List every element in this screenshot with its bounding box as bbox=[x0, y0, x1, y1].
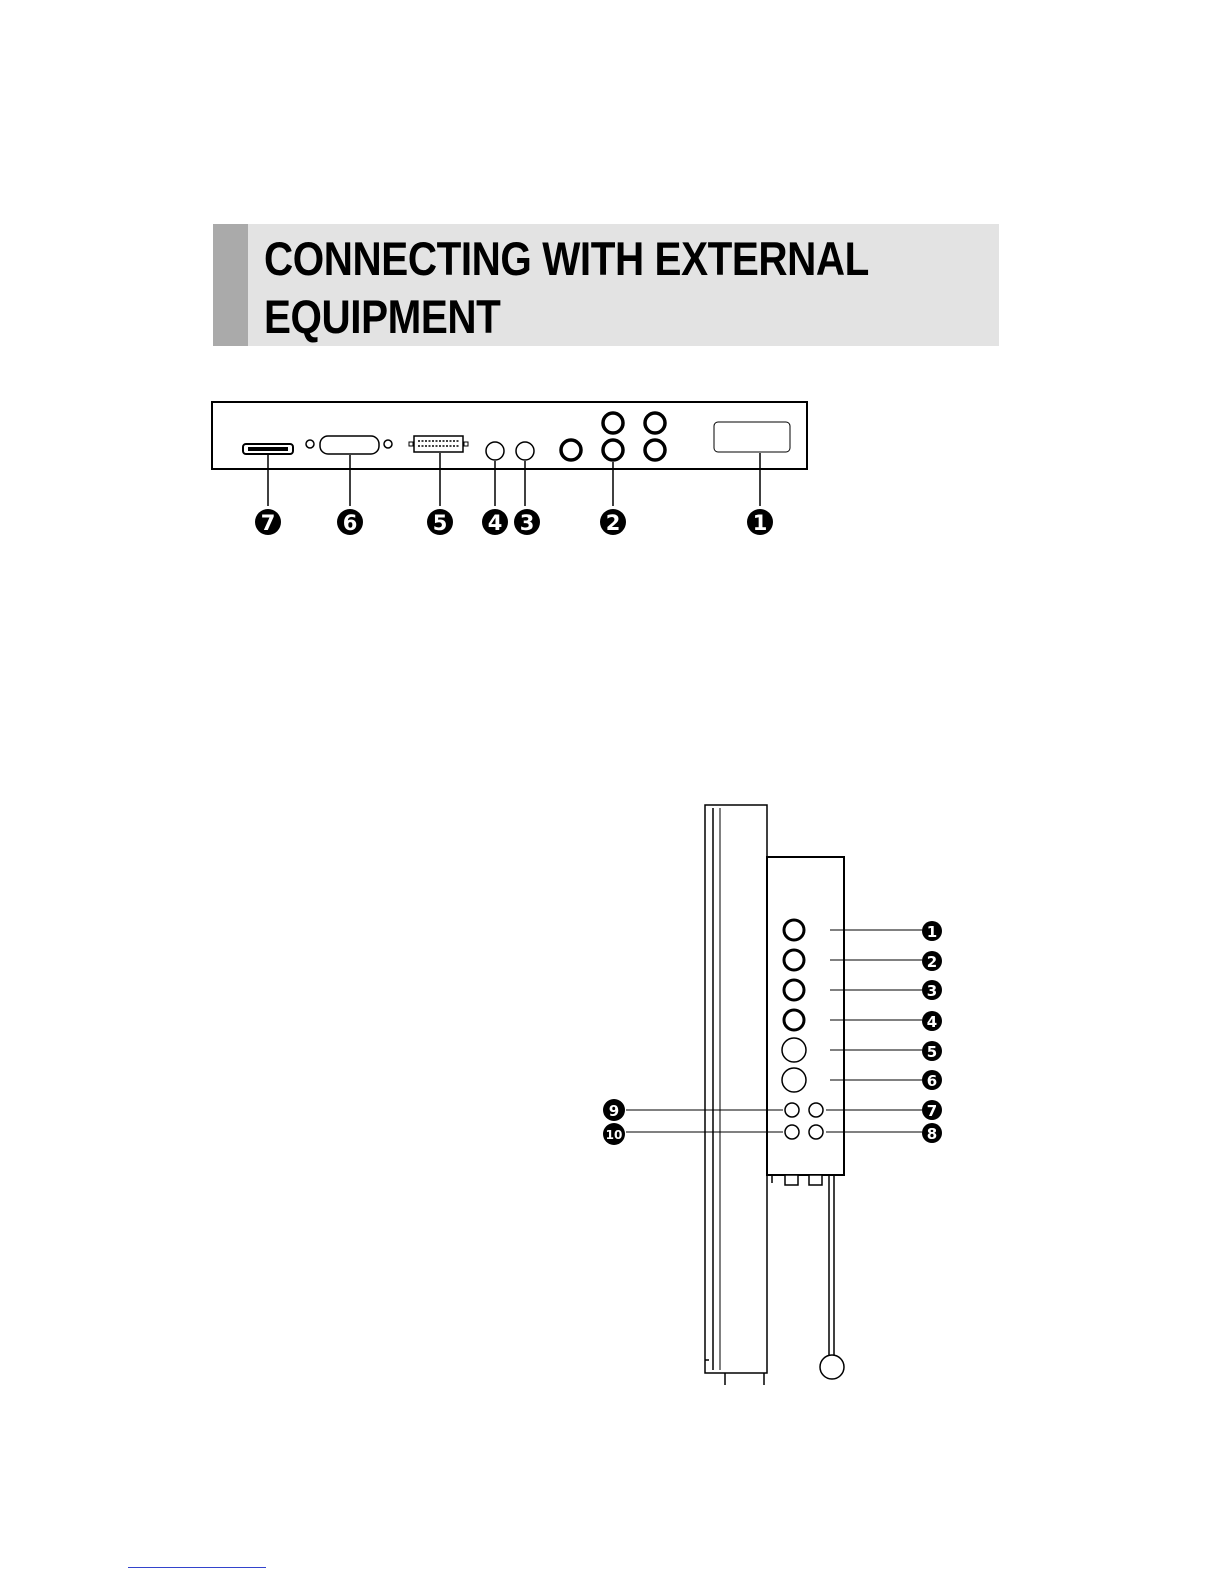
bottom-connector-a bbox=[785, 1175, 798, 1185]
side-callout-2: 2 bbox=[922, 951, 942, 971]
side-callout-9: 9 bbox=[603, 1099, 625, 1121]
callout-4: 4 bbox=[482, 509, 508, 535]
callout-7: 7 bbox=[255, 509, 281, 535]
svg-text:4: 4 bbox=[927, 1013, 937, 1031]
side-jack-3 bbox=[784, 980, 804, 1000]
side-jack-4 bbox=[784, 1010, 804, 1030]
side-jack-2 bbox=[784, 950, 804, 970]
svg-text:6: 6 bbox=[343, 511, 358, 535]
side-callout-8: 8 bbox=[922, 1123, 942, 1143]
svg-text:4: 4 bbox=[488, 511, 503, 535]
callout-6: 6 bbox=[337, 509, 363, 535]
rca-jack-e bbox=[645, 440, 665, 460]
svg-text:3: 3 bbox=[520, 511, 535, 535]
side-jack-9 bbox=[785, 1103, 799, 1117]
svg-text:9: 9 bbox=[609, 1102, 619, 1120]
callout-5: 5 bbox=[427, 509, 453, 535]
side-callout-4: 4 bbox=[922, 1011, 942, 1031]
svg-text:5: 5 bbox=[927, 1043, 937, 1061]
side-panel-diagram: 1 2 3 4 5 6 7 8 9 10 bbox=[603, 805, 942, 1385]
side-jack-5 bbox=[782, 1038, 806, 1062]
rca-jack-a bbox=[561, 440, 581, 460]
side-jack-8 bbox=[809, 1125, 823, 1139]
audio-jack-4 bbox=[486, 442, 504, 460]
svg-text:2: 2 bbox=[606, 511, 621, 535]
rca-jack-b bbox=[603, 413, 623, 433]
monitor-side-profile bbox=[705, 805, 767, 1373]
svg-text:7: 7 bbox=[927, 1102, 937, 1120]
side-callout-6: 6 bbox=[922, 1070, 942, 1090]
svg-text:6: 6 bbox=[927, 1072, 937, 1090]
svg-text:1: 1 bbox=[927, 923, 937, 941]
callout-1: 1 bbox=[747, 509, 773, 535]
callout-2: 2 bbox=[600, 509, 626, 535]
svg-text:7: 7 bbox=[261, 511, 276, 535]
side-jack-7 bbox=[809, 1103, 823, 1117]
cable-plug bbox=[820, 1355, 844, 1379]
svg-text:5: 5 bbox=[433, 511, 448, 535]
side-callout-5: 5 bbox=[922, 1041, 942, 1061]
rca-jack-c bbox=[645, 413, 665, 433]
footer-link-underline[interactable] bbox=[128, 1567, 266, 1568]
rear-panel-diagram: 7 6 5 4 3 2 1 bbox=[212, 402, 807, 535]
vga-port bbox=[320, 436, 379, 454]
side-jack-1 bbox=[784, 920, 804, 940]
dvi-port bbox=[414, 436, 463, 452]
svg-text:2: 2 bbox=[927, 953, 937, 971]
svg-text:1: 1 bbox=[753, 511, 768, 535]
svg-text:8: 8 bbox=[927, 1125, 937, 1143]
rca-jack-d bbox=[603, 440, 623, 460]
power-inlet bbox=[714, 422, 790, 452]
audio-jack-3 bbox=[516, 442, 534, 460]
side-jack-10 bbox=[785, 1125, 799, 1139]
svg-text:3: 3 bbox=[927, 982, 937, 1000]
side-callout-10: 10 bbox=[603, 1123, 625, 1145]
side-callout-3: 3 bbox=[922, 980, 942, 1000]
side-callout-1: 1 bbox=[922, 921, 942, 941]
side-connector-box bbox=[767, 857, 844, 1175]
callout-3: 3 bbox=[514, 509, 540, 535]
side-callout-7: 7 bbox=[922, 1100, 942, 1120]
hdmi-port-slot bbox=[248, 447, 288, 451]
side-jack-6 bbox=[782, 1068, 806, 1092]
svg-text:10: 10 bbox=[606, 1128, 623, 1142]
bottom-connector-b bbox=[809, 1175, 822, 1185]
